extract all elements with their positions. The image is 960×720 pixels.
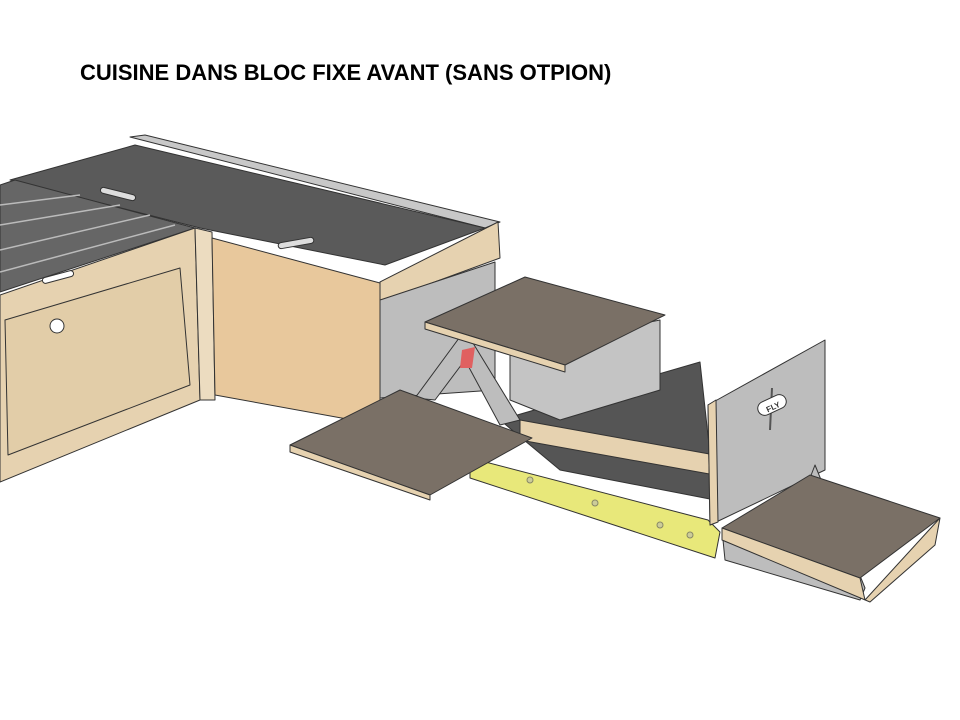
bench-end-cap	[379, 221, 501, 303]
bench-side-panel	[211, 237, 381, 426]
bench-door	[4, 267, 191, 456]
top-handle-2	[277, 236, 315, 250]
red-accent	[460, 347, 475, 368]
fold-table-left-edge	[289, 444, 431, 501]
slide-title: CUISINE DANS BLOC FIXE AVANT (SANS OTPIO…	[80, 60, 612, 85]
cooktop-edge	[424, 321, 566, 373]
bench-dark-top	[9, 144, 486, 266]
door-hole	[49, 318, 65, 334]
bench-top-rail	[129, 134, 501, 229]
fold-table-right-edge	[721, 517, 941, 603]
door-handle	[41, 270, 75, 284]
rail-pegs	[526, 476, 694, 539]
fixed-bench-block	[0, 134, 501, 483]
bench-corner-post	[194, 227, 216, 401]
end-panel-edge	[707, 399, 719, 526]
slat-lines	[0, 194, 176, 273]
kitchen-module: FLY	[289, 276, 941, 603]
yellow-rail	[469, 457, 721, 559]
top-handle-1	[99, 186, 137, 202]
